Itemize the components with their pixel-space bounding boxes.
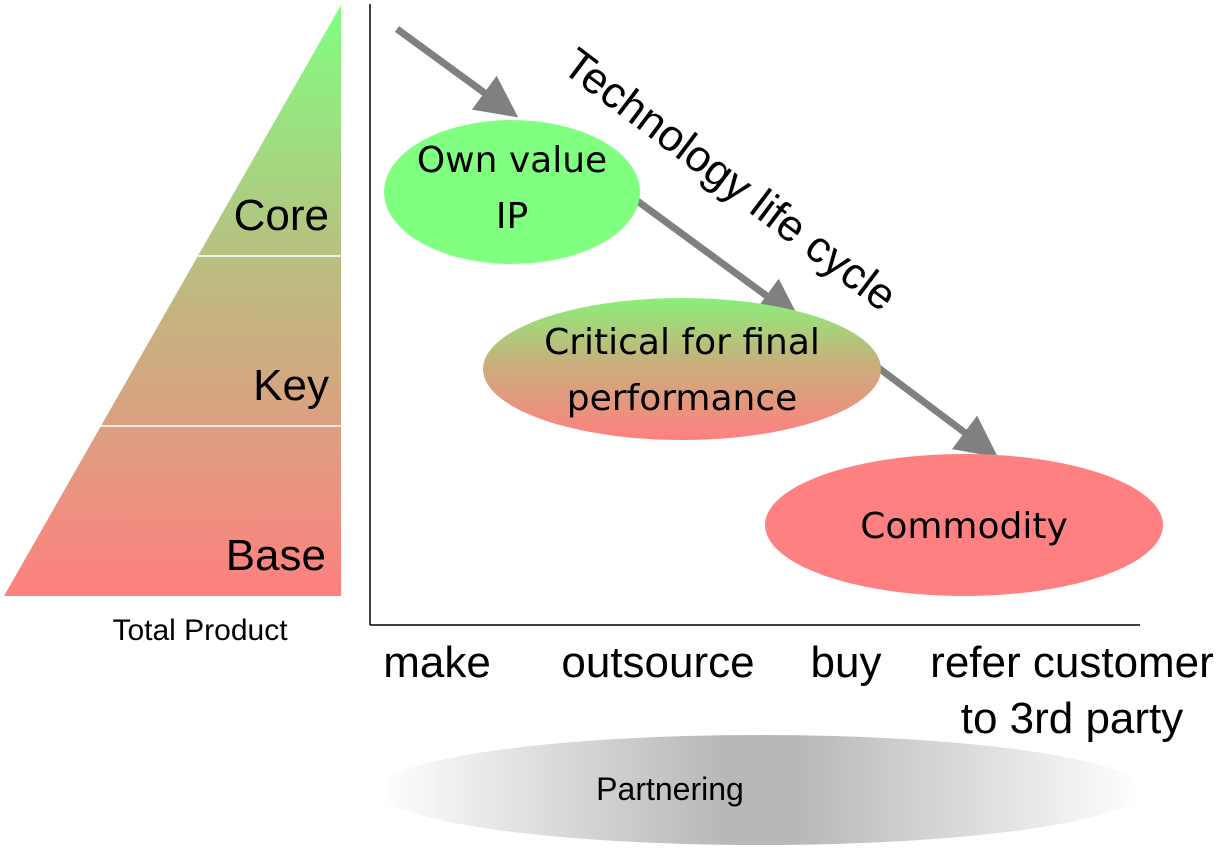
pyramid-tier-key: Key bbox=[253, 361, 329, 410]
lifecycle-arrow-3 bbox=[873, 363, 999, 458]
stage-critical-line1: Critical for final bbox=[544, 322, 820, 363]
pyramid-tier-base: Base bbox=[226, 531, 326, 580]
stage-critical-performance: Critical for final performance bbox=[483, 298, 881, 440]
lifecycle-arrow-2 bbox=[633, 197, 801, 321]
stage-own-value-ip: Own value IP bbox=[384, 120, 640, 264]
pyramid-tier-core: Core bbox=[234, 191, 329, 240]
total-product-pyramid: Core Key Base Total Product bbox=[4, 5, 341, 647]
stage-commodity: Commodity bbox=[765, 454, 1163, 596]
pyramid-caption: Total Product bbox=[112, 614, 288, 647]
stage-critical-line2: performance bbox=[567, 378, 798, 419]
sourcing-buy: buy bbox=[811, 638, 882, 687]
stage-ellipse-critical bbox=[483, 298, 881, 440]
stage-commodity-label: Commodity bbox=[860, 506, 1068, 547]
axes bbox=[369, 4, 1140, 626]
stage-own-value-line1: Own value bbox=[417, 140, 607, 181]
stage-ellipse-commodity bbox=[765, 454, 1163, 596]
sourcing-options: make outsource buy refer customer to 3rd… bbox=[383, 638, 1214, 743]
lifecycle-arrow-1 bbox=[394, 26, 519, 118]
stage-own-value-line2: IP bbox=[496, 196, 528, 237]
sourcing-make: make bbox=[383, 638, 491, 687]
lifecycle-arrows bbox=[394, 26, 999, 458]
partnering-ellipse bbox=[378, 735, 1142, 845]
pyramid-shape bbox=[4, 5, 341, 596]
stage-ellipse-own-value bbox=[384, 120, 640, 264]
partnering: Partnering bbox=[378, 735, 1142, 845]
sourcing-refer-line1: refer customer bbox=[930, 638, 1214, 687]
sourcing-outsource: outsource bbox=[561, 638, 754, 687]
sourcing-refer-line2: to 3rd party bbox=[961, 694, 1184, 743]
partnering-label: Partnering bbox=[596, 771, 744, 807]
